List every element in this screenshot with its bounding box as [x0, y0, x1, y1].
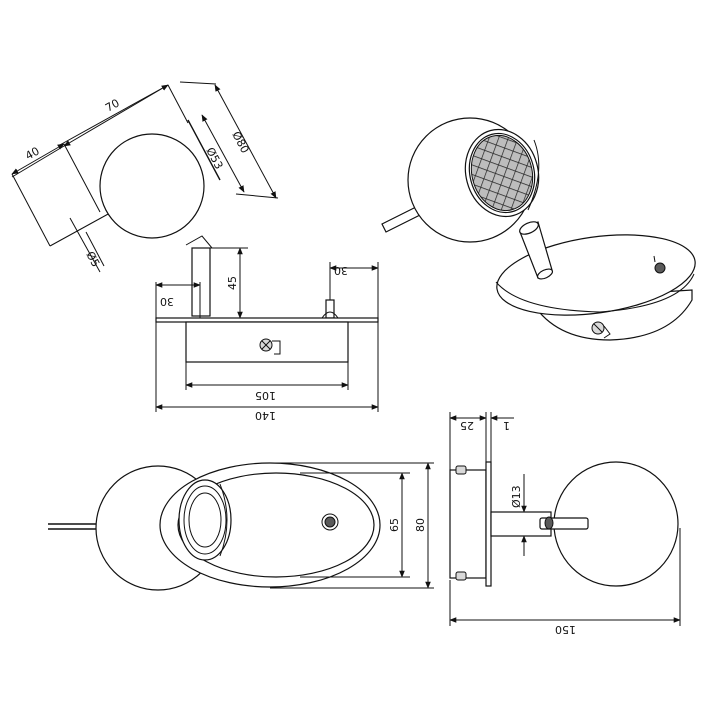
dim-105: 105	[255, 389, 276, 402]
head-dimension-lines	[11, 81, 279, 273]
dim-150: 150	[555, 623, 576, 636]
top-view: 65 80	[48, 462, 434, 591]
iso-lens-grid	[470, 134, 534, 212]
end-base-body	[449, 469, 487, 579]
dim-1: 1	[503, 419, 510, 432]
side-view: 70 40 Ø53 Ø80 Ø5 45 30 30	[11, 81, 379, 422]
isometric-view	[381, 117, 696, 341]
switch-knob	[325, 299, 335, 319]
top-lens-rim	[178, 479, 232, 561]
end-screw-top	[455, 465, 467, 475]
dim-diameter-80: Ø80	[229, 129, 251, 155]
dim-70: 70	[103, 96, 122, 114]
dim-30-left: 30	[160, 295, 174, 308]
dim-diameter-53: Ø53	[203, 145, 225, 171]
iso-switch	[654, 262, 666, 274]
dim-140: 140	[255, 409, 276, 422]
end-screw-bottom	[455, 571, 467, 581]
dim-diameter-5: Ø5	[83, 249, 102, 269]
dim-diameter-13: Ø13	[510, 485, 523, 508]
dim-40: 40	[23, 144, 42, 162]
dim-25: 25	[460, 419, 474, 432]
end-view: 25 1 Ø13 150	[449, 412, 681, 636]
dim-80: 80	[414, 518, 427, 532]
end-base-plate	[485, 461, 492, 587]
top-switch	[324, 516, 336, 528]
dim-45: 45	[226, 276, 239, 290]
dim-65: 65	[388, 518, 401, 532]
base-plate	[155, 317, 379, 323]
lamp-arm	[191, 247, 211, 317]
dim-30-right: 30	[334, 264, 348, 277]
lamp-head-sphere	[99, 133, 205, 239]
